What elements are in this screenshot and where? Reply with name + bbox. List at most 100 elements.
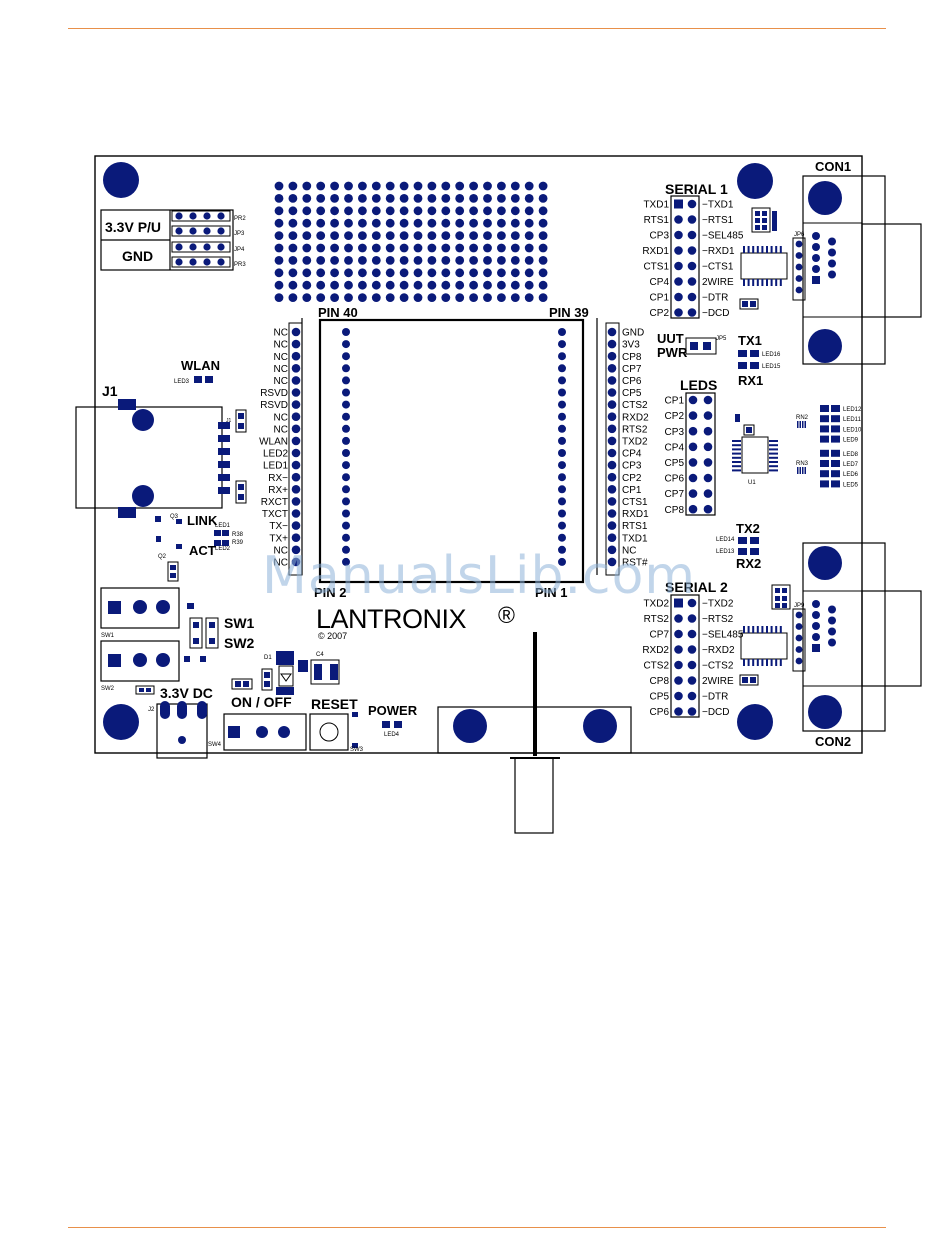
pin-label: TX− bbox=[269, 521, 288, 532]
leds-pin-label: CP3 bbox=[665, 427, 685, 438]
proto-pad bbox=[441, 181, 451, 191]
proto-pad bbox=[316, 268, 326, 278]
pin1-label: PIN 1 bbox=[535, 585, 568, 600]
pin-label: TX+ bbox=[269, 533, 288, 544]
proto-pad bbox=[274, 206, 284, 216]
sw4-label: SW4 bbox=[208, 742, 222, 748]
serial-pin-label: 2WIRE bbox=[702, 676, 734, 687]
proto-pad bbox=[510, 181, 520, 191]
leds-pin-label: CP8 bbox=[665, 505, 685, 516]
proto-pad bbox=[427, 231, 437, 241]
bottom-rule bbox=[68, 1227, 886, 1228]
proto-pad bbox=[497, 181, 506, 191]
proto-pad bbox=[510, 268, 520, 278]
pin-label: RST# bbox=[622, 558, 648, 569]
proto-pad bbox=[371, 181, 381, 191]
proto-pad bbox=[399, 243, 409, 253]
onoff-label: ON / OFF bbox=[231, 694, 292, 710]
pin-label: CP8 bbox=[622, 352, 642, 363]
pin-label: NC bbox=[274, 412, 288, 423]
pin-label: RTS1 bbox=[622, 521, 648, 532]
serial-pin-label: CP5 bbox=[650, 692, 670, 703]
proto-pad bbox=[302, 256, 312, 265]
proto-pad bbox=[316, 206, 326, 216]
leds-pin-label: CP2 bbox=[665, 411, 685, 422]
proto-pad bbox=[510, 293, 520, 302]
proto-pad bbox=[344, 293, 353, 302]
proto-pad bbox=[455, 206, 465, 216]
pin-label: RX+ bbox=[268, 485, 288, 496]
proto-pad bbox=[483, 194, 492, 203]
proto-pad bbox=[441, 243, 451, 253]
r38-label: R38 bbox=[232, 532, 244, 538]
proto-pad bbox=[413, 181, 423, 191]
serial-pin-label: −TXD1 bbox=[702, 200, 734, 211]
proto-pad bbox=[344, 243, 353, 253]
proto-pad bbox=[330, 194, 339, 203]
proto-pad bbox=[371, 194, 381, 203]
jp5-label: JP5 bbox=[716, 336, 727, 342]
proto-pad bbox=[427, 293, 437, 302]
proto-pad bbox=[427, 280, 437, 290]
serial-pin-label: −RXD2 bbox=[702, 645, 735, 656]
serial-pin-label: 2WIRE bbox=[702, 277, 734, 288]
proto-pad bbox=[497, 218, 506, 228]
proto-pad bbox=[524, 280, 534, 290]
proto-pad bbox=[455, 194, 465, 203]
proto-pad bbox=[510, 218, 520, 228]
u1-label: U1 bbox=[748, 480, 756, 486]
pin-label: RSVD bbox=[260, 400, 288, 411]
serial-pin-label: −DCD bbox=[702, 707, 730, 718]
q2-label: Q2 bbox=[158, 554, 167, 560]
proto-pad bbox=[441, 280, 451, 290]
proto-pad bbox=[330, 181, 339, 191]
proto-pad bbox=[427, 243, 437, 253]
watermark: ManualsLib.com bbox=[262, 546, 697, 606]
proto-pad bbox=[524, 293, 534, 302]
con2-connector bbox=[802, 542, 886, 732]
proto-pad bbox=[358, 280, 367, 290]
serial-pin-label: RTS1 bbox=[644, 215, 670, 226]
wlan-label: WLAN bbox=[181, 358, 220, 373]
proto-pad bbox=[469, 218, 478, 228]
leds-header bbox=[685, 392, 716, 516]
gnd-label: GND bbox=[122, 248, 153, 264]
proto-pad bbox=[358, 206, 367, 216]
pin-label: CP1 bbox=[622, 485, 642, 496]
led-label: LED10 bbox=[843, 427, 862, 433]
pr3-label: PR3 bbox=[234, 262, 246, 268]
j1-small-label: J1 bbox=[226, 418, 232, 424]
proto-pad bbox=[510, 243, 520, 253]
proto-pad bbox=[497, 268, 506, 278]
mounting-hole bbox=[103, 704, 139, 740]
proto-pad bbox=[427, 268, 437, 278]
proto-pad bbox=[274, 256, 284, 265]
proto-pad bbox=[316, 243, 326, 253]
proto-pad bbox=[344, 268, 353, 278]
led-label: LED12 bbox=[843, 407, 862, 413]
proto-pad bbox=[385, 256, 395, 265]
power-switch bbox=[223, 713, 307, 751]
proto-pad bbox=[483, 181, 492, 191]
pin-label: NC bbox=[622, 545, 636, 556]
proto-pad bbox=[455, 181, 465, 191]
proto-pad bbox=[538, 231, 548, 241]
serial-pin-label: CP8 bbox=[650, 676, 670, 687]
proto-pad bbox=[316, 231, 326, 241]
proto-pad bbox=[510, 194, 520, 203]
pin-label: RXCT bbox=[261, 497, 288, 508]
proto-pad bbox=[510, 280, 520, 290]
pin-label: NC bbox=[274, 558, 288, 569]
proto-pad bbox=[441, 194, 451, 203]
jp9-label: JP9 bbox=[794, 603, 805, 609]
proto-pad bbox=[538, 268, 548, 278]
proto-pad bbox=[455, 280, 465, 290]
sw1-small-label: SW1 bbox=[101, 633, 115, 639]
proto-pad bbox=[385, 206, 395, 216]
j1-label: J1 bbox=[102, 383, 118, 399]
pin-label: NC bbox=[274, 376, 288, 387]
proto-pad bbox=[455, 231, 465, 241]
proto-pad bbox=[371, 206, 381, 216]
serial-pin-label: −RTS2 bbox=[702, 614, 734, 625]
